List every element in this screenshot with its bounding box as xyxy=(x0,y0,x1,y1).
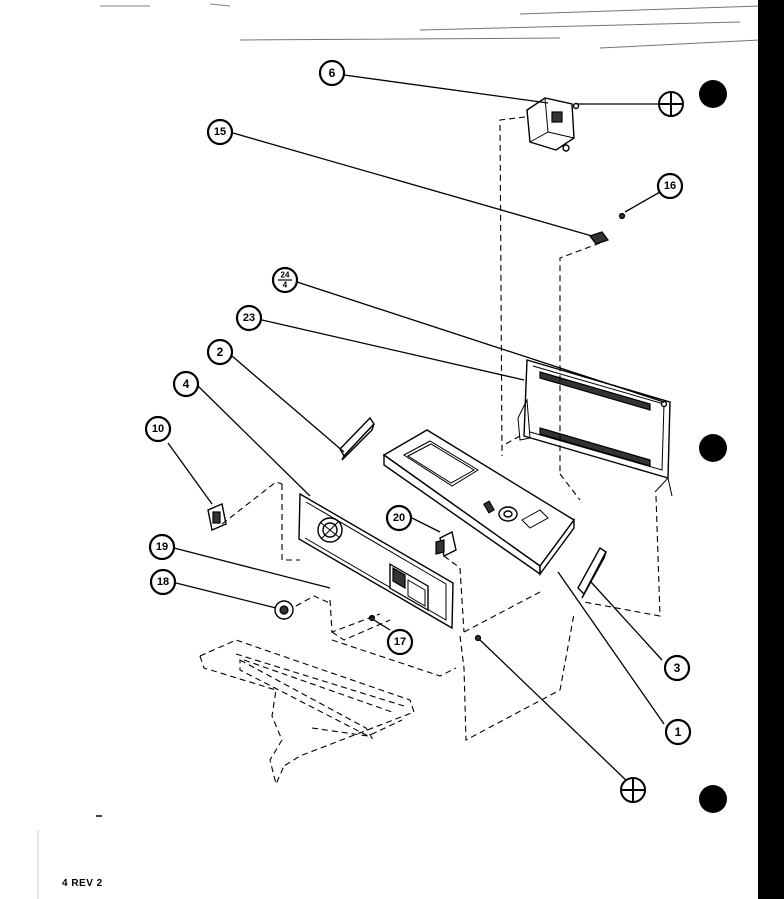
svg-text:17: 17 xyxy=(394,636,406,648)
callout-16: 16 xyxy=(656,172,684,200)
part-15-clip xyxy=(589,231,609,245)
callout-23: 23 xyxy=(235,304,263,332)
part-6-switch xyxy=(526,97,580,152)
callout-18: 18 xyxy=(149,568,177,596)
svg-text:1: 1 xyxy=(675,725,682,739)
callout-1: 1 xyxy=(664,718,692,746)
part-4-front-panel xyxy=(298,492,454,630)
svg-text:4: 4 xyxy=(283,281,288,290)
part-18-button xyxy=(274,600,294,620)
svg-text:18: 18 xyxy=(157,576,169,588)
svg-text:15: 15 xyxy=(214,126,226,138)
part-1-console xyxy=(382,429,576,577)
svg-text:3: 3 xyxy=(674,661,681,675)
svg-text:23: 23 xyxy=(243,312,255,324)
callout-19: 19 xyxy=(148,533,176,561)
part-20-knob xyxy=(435,530,457,558)
leader-lines xyxy=(167,74,665,785)
scan-noise-top xyxy=(100,3,761,49)
callout-20: 20 xyxy=(385,504,413,532)
svg-text:4: 4 xyxy=(183,377,190,391)
svg-text:2: 2 xyxy=(217,345,224,359)
callout-15: 15 xyxy=(206,118,234,146)
svg-text:6: 6 xyxy=(329,66,336,80)
binder-hole-top xyxy=(699,80,727,108)
svg-text:24: 24 xyxy=(281,271,290,280)
part-3-end-cap xyxy=(577,546,607,599)
callout-6: 6 xyxy=(318,59,346,87)
assembly-guides xyxy=(221,116,661,741)
svg-text:10: 10 xyxy=(152,423,164,435)
part-2-end-cap xyxy=(339,416,375,461)
callout-3: 3 xyxy=(663,654,691,682)
page-revision-label: 4 REV 2 xyxy=(62,878,103,889)
crosshair-target-icon xyxy=(658,91,684,117)
svg-text:20: 20 xyxy=(393,512,405,524)
screw-16 xyxy=(618,212,626,220)
callout-4: 4 xyxy=(172,370,200,398)
part-23-rear-bracket xyxy=(517,359,673,497)
scan-edge-bar xyxy=(758,0,784,899)
svg-text:16: 16 xyxy=(664,180,676,192)
screw-crosshair xyxy=(474,634,482,642)
callout-17: 17 xyxy=(386,628,414,656)
binder-hole-middle xyxy=(699,434,727,462)
svg-text:19: 19 xyxy=(156,541,168,553)
callout-2: 2 xyxy=(206,338,234,366)
binder-hole-bottom xyxy=(699,785,727,813)
callout-24-4: 24 4 xyxy=(271,266,299,294)
callout-10: 10 xyxy=(144,415,172,443)
crosshair-target-icon xyxy=(620,777,646,803)
part-10-switch xyxy=(207,503,227,531)
cabinet-top-outline xyxy=(199,639,415,786)
